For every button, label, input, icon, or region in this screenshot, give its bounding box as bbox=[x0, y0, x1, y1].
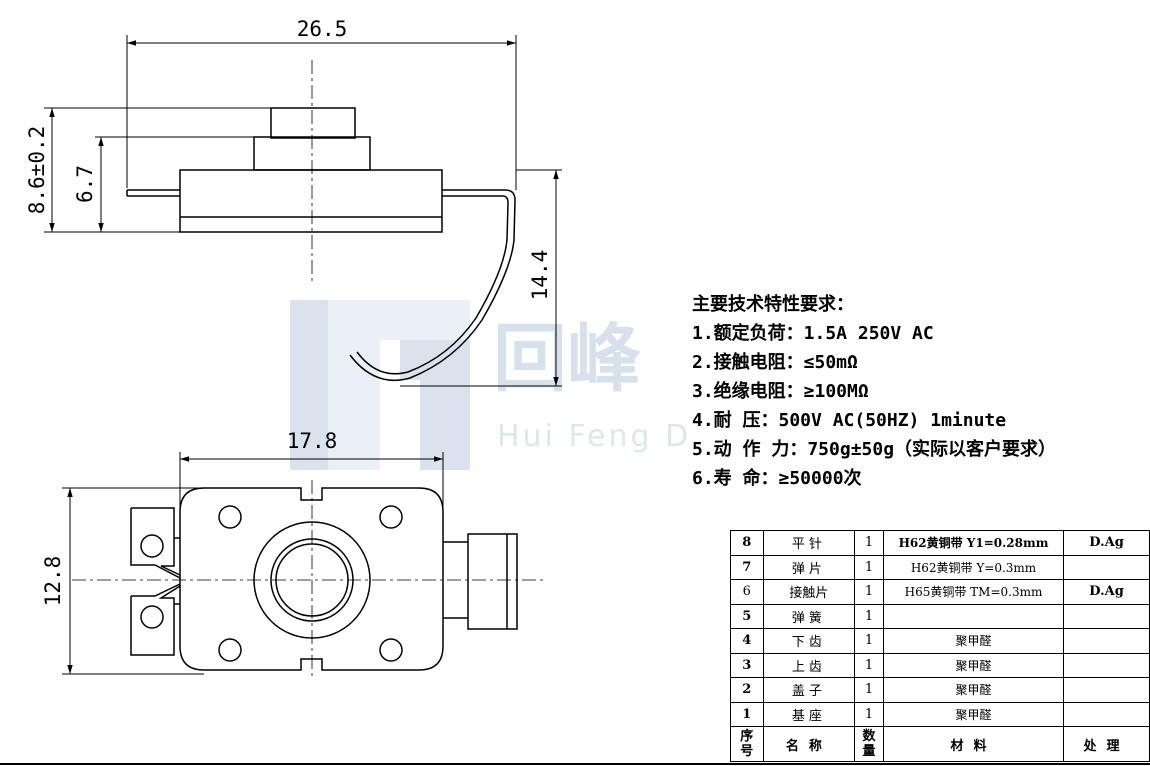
part-treatment: D.Ag bbox=[1063, 530, 1150, 556]
part-no: 1 bbox=[730, 701, 764, 727]
part-name: 下齿 bbox=[762, 628, 856, 654]
dim-label-bottom-width: 17.8 bbox=[287, 429, 338, 453]
part-no: 6 bbox=[730, 579, 764, 605]
part-qty: 1 bbox=[854, 677, 884, 703]
dim-body-height bbox=[95, 136, 254, 232]
part-no: 7 bbox=[730, 554, 764, 580]
watermark-english: Hui Feng D bbox=[497, 419, 691, 454]
table-row: 5 弹簧 1 bbox=[730, 603, 1150, 629]
table-row: 3 上齿 1 聚甲醛 bbox=[730, 652, 1150, 678]
part-qty: 1 bbox=[854, 530, 884, 556]
part-qty: 1 bbox=[854, 554, 884, 580]
watermark: 回峰 Hui Feng D bbox=[290, 300, 691, 470]
part-material: 聚甲醛 bbox=[882, 628, 1065, 654]
part-qty: 1 bbox=[854, 579, 884, 605]
mount-hole-top-right bbox=[379, 505, 403, 529]
button-top bbox=[270, 107, 356, 139]
dim-label-lead-height: 14.4 bbox=[528, 250, 552, 301]
table-row: 7 弹片 1 H62黄铜带 Y=0.3mm bbox=[730, 554, 1150, 580]
terminal-hole-upper bbox=[140, 534, 164, 558]
parts-table: 8 平针 1 H62黄铜带 Y1=0.28mm D.Ag 7 弹片 1 H62黄… bbox=[730, 530, 1150, 762]
spec-item-6: 6.寿 命：≥50000次 bbox=[692, 468, 862, 489]
mount-hole-bottom-right bbox=[379, 638, 403, 662]
spec-item-3: 3.绝缘电阻：≥100MΩ bbox=[692, 381, 869, 402]
part-no: 3 bbox=[730, 652, 764, 678]
part-material: H62黄铜带 Y=0.3mm bbox=[882, 554, 1065, 580]
part-name: 平针 bbox=[762, 530, 856, 556]
dim-label-total-height: 8.6±0.2 bbox=[25, 126, 49, 215]
table-row: 2 盖子 1 聚甲醛 bbox=[730, 677, 1150, 703]
part-treatment bbox=[1063, 628, 1150, 654]
dim-label-body-height: 6.7 bbox=[73, 165, 97, 203]
table-row: 1 基座 1 聚甲醛 bbox=[730, 701, 1150, 727]
switch-body bbox=[179, 169, 443, 233]
part-treatment: D.Ag bbox=[1063, 579, 1150, 605]
part-material: 聚甲醛 bbox=[882, 652, 1065, 678]
mount-hole-bottom-left bbox=[218, 638, 242, 662]
part-treatment bbox=[1063, 677, 1150, 703]
watermark-chinese: 回峰 bbox=[493, 316, 641, 402]
terminal-hole-lower bbox=[140, 605, 164, 629]
header-name: 名称 bbox=[762, 726, 856, 762]
part-qty: 1 bbox=[854, 652, 884, 678]
part-no: 5 bbox=[730, 603, 764, 629]
dim-top-width bbox=[126, 35, 517, 190]
terminal-right bbox=[443, 533, 518, 630]
watermark-logo bbox=[290, 300, 470, 470]
part-name: 接触片 bbox=[762, 579, 856, 605]
part-material: 聚甲醛 bbox=[882, 701, 1065, 727]
header-treatment: 处理 bbox=[1063, 726, 1150, 762]
table-row: 4 下齿 1 聚甲醛 bbox=[730, 628, 1150, 654]
technical-specs: 主要技术特性要求： 1.额定负荷：1.5A 250V AC 2.接触电阻：≤50… bbox=[692, 290, 1147, 493]
dim-lead-height bbox=[400, 169, 562, 387]
spec-item-2: 2.接触电阻：≤50mΩ bbox=[692, 352, 858, 373]
header-no: 序号 bbox=[730, 726, 764, 762]
spec-item-5: 5.动 作 力：750g±50g（实际以客户要求） bbox=[692, 439, 1057, 460]
dim-total-height bbox=[44, 107, 271, 233]
dim-label-bottom-height: 12.8 bbox=[41, 556, 65, 607]
part-material: H65黄铜带 TM=0.3mm bbox=[882, 579, 1065, 605]
part-qty: 1 bbox=[854, 603, 884, 629]
bottom-view bbox=[130, 487, 518, 671]
part-treatment bbox=[1063, 652, 1150, 678]
part-name: 上齿 bbox=[762, 652, 856, 678]
table-header-row: 序号 名称 数量 材料 处理 bbox=[730, 726, 1150, 762]
table-row: 6 接触片 1 H65黄铜带 TM=0.3mm D.Ag bbox=[730, 579, 1150, 605]
dim-bottom-height bbox=[62, 487, 204, 675]
header-qty: 数量 bbox=[854, 726, 884, 762]
spec-item-4: 4.耐 压：500V AC(50HZ) 1minute bbox=[692, 410, 1007, 431]
table-row: 8 平针 1 H62黄铜带 Y1=0.28mm D.Ag bbox=[730, 530, 1150, 556]
part-name: 弹簧 bbox=[762, 603, 856, 629]
part-treatment bbox=[1063, 603, 1150, 629]
part-name: 基座 bbox=[762, 701, 856, 727]
terminal-lower-left bbox=[130, 583, 181, 656]
part-qty: 1 bbox=[854, 628, 884, 654]
mount-hole-top-left bbox=[218, 505, 242, 529]
terminal-upper-left bbox=[131, 507, 181, 576]
header-material: 材料 bbox=[882, 726, 1065, 762]
part-material: 聚甲醛 bbox=[882, 677, 1065, 703]
part-qty: 1 bbox=[854, 701, 884, 727]
right-lead bbox=[349, 189, 516, 382]
part-treatment bbox=[1063, 554, 1150, 580]
part-no: 8 bbox=[730, 530, 764, 556]
part-material: H62黄铜带 Y1=0.28mm bbox=[882, 530, 1065, 556]
part-treatment bbox=[1063, 701, 1150, 727]
part-material bbox=[882, 603, 1065, 629]
part-no: 2 bbox=[730, 677, 764, 703]
spec-item-1: 1.额定负荷：1.5A 250V AC bbox=[692, 323, 934, 344]
dim-label-top-width: 26.5 bbox=[297, 17, 348, 41]
part-name: 弹片 bbox=[762, 554, 856, 580]
part-no: 4 bbox=[730, 628, 764, 654]
part-name: 盖子 bbox=[762, 677, 856, 703]
dim-bottom-width bbox=[179, 452, 444, 512]
specs-title: 主要技术特性要求： bbox=[692, 294, 854, 315]
